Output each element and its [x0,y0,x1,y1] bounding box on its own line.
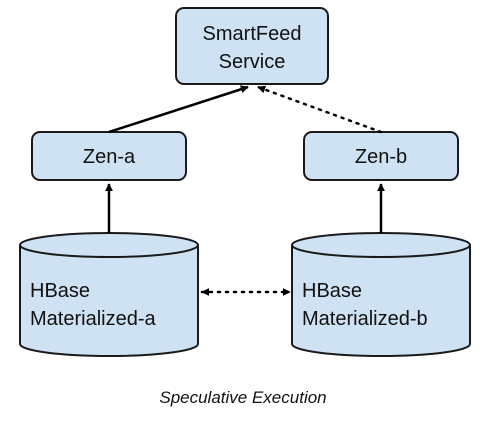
hbase-materialized-b-node: HBase Materialized-b [291,232,471,357]
hbase-a-label-line-1: HBase [30,280,90,302]
smartfeed-service-node: SmartFeed Service [175,7,329,85]
zen-a-label: Zen-a [83,146,136,168]
zen-b-node: Zen-b [303,131,459,181]
zen-a-node: Zen-a [31,131,187,181]
edge-zen-b-to-smartfeed-dotted [256,85,383,134]
hbase-materialized-a-node: HBase Materialized-a [19,232,199,357]
smartfeed-label-line-2: Service [219,51,286,73]
zen-b-label: Zen-b [355,146,407,168]
smartfeed-label-line-1: SmartFeed [203,23,302,45]
diagram-caption: Speculative Execution [159,388,327,407]
edge-zen-a-to-smartfeed [108,85,249,134]
hbase-b-label-line-2: Materialized-b [302,308,428,330]
hbase-a-label-line-2: Materialized-a [30,308,156,330]
hbase-b-label-line-1: HBase [302,280,362,302]
